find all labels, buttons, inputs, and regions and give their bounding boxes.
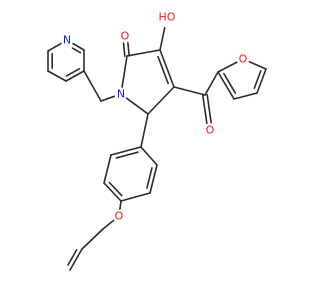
- bond: [204, 71, 219, 96]
- bond-lines: [47, 26, 267, 271]
- bond: [217, 71, 235, 100]
- bond: [47, 42, 62, 52]
- bond: [256, 68, 267, 94]
- bond: [72, 42, 85, 51]
- bond: [217, 61, 238, 73]
- bond: [202, 94, 208, 125]
- bond: [122, 42, 126, 58]
- atom-labels: N O HO N O O O: [63, 11, 248, 223]
- bond: [146, 167, 153, 189]
- bond: [248, 60, 267, 70]
- bond: [206, 93, 212, 124]
- bond: [100, 95, 116, 102]
- bond: [81, 228, 104, 250]
- bond: [233, 92, 258, 100]
- bond: [71, 47, 82, 54]
- bond: [103, 182, 122, 202]
- bond: [67, 249, 78, 266]
- hydroxyl-label: HO: [159, 11, 176, 24]
- bond: [126, 49, 161, 57]
- bond: [102, 219, 115, 230]
- furan-oxygen-label: O: [239, 53, 248, 66]
- bond: [127, 41, 130, 57]
- bond: [65, 67, 81, 77]
- bond: [140, 113, 149, 148]
- bond: [121, 55, 128, 88]
- bond: [125, 97, 149, 115]
- bond: [115, 151, 139, 159]
- bond: [103, 154, 112, 184]
- bond: [140, 146, 158, 166]
- lactam-nitrogen-label: N: [117, 88, 125, 101]
- bond: [47, 70, 67, 82]
- bond: [108, 181, 123, 197]
- ether-oxygen-label: O: [115, 210, 124, 223]
- bond: [159, 26, 166, 51]
- bond: [173, 86, 206, 96]
- bond: [147, 86, 175, 115]
- molecule-structure-diagram: N O HO N O O O: [47, 11, 267, 271]
- bond: [65, 70, 85, 82]
- carbonyl-oxygen-label: O: [121, 30, 130, 43]
- bond: [159, 49, 175, 88]
- bond: [149, 164, 158, 194]
- pyridine-nitrogen-label: N: [63, 34, 71, 47]
- ketone-oxygen-label: O: [206, 124, 215, 137]
- bond: [119, 200, 122, 210]
- bond: [157, 55, 169, 85]
- bond: [223, 72, 237, 94]
- bond: [110, 146, 142, 156]
- bond: [120, 192, 151, 202]
- bond: [69, 248, 83, 271]
- bond: [83, 70, 102, 102]
- bond: [253, 70, 262, 89]
